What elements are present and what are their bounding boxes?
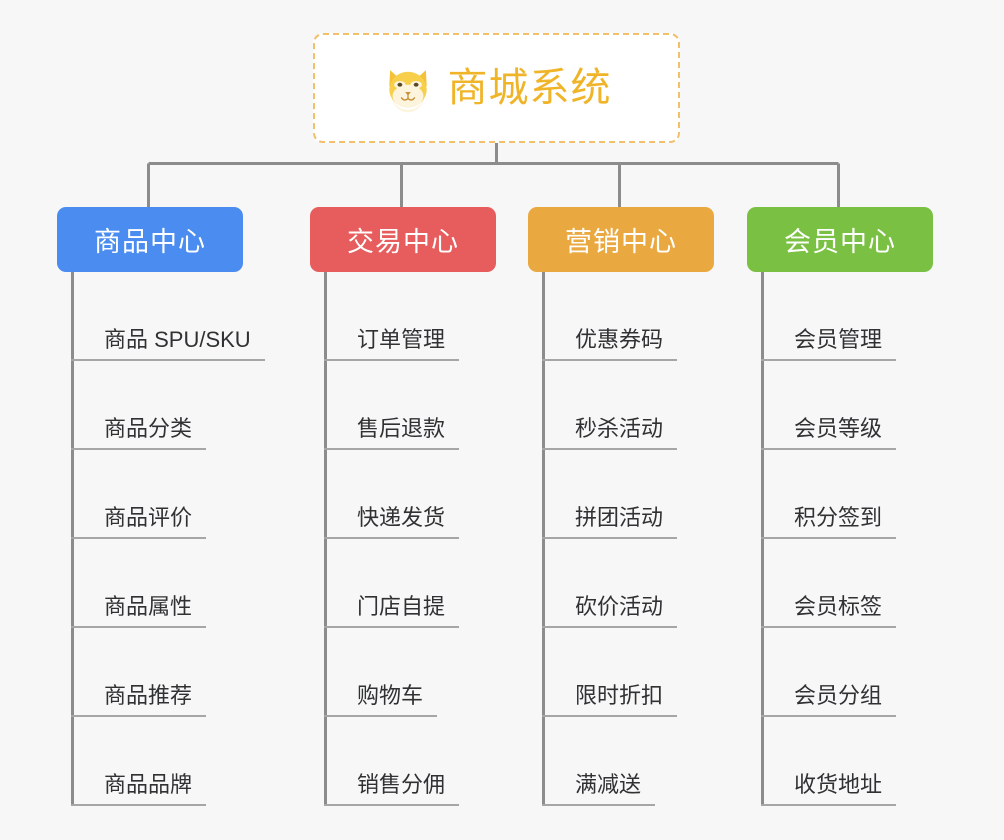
- leaf-label: 优惠券码: [542, 327, 678, 361]
- branch-column-3: 营销中心 优惠券码 秒杀活动 拼团活动 砍价活动 限时折扣 满减送: [528, 207, 714, 806]
- branch-header-label-3: 营销中心: [565, 227, 677, 257]
- leaf-label: 收货地址: [761, 772, 897, 806]
- leaf-label: 快递发货: [324, 505, 460, 539]
- leaf-label: 商品评价: [71, 505, 207, 539]
- root-node[interactable]: 商城系统: [313, 33, 680, 143]
- branch-items-1: 商品 SPU/SKU 商品分类 商品评价 商品属性 商品推荐 商品品牌: [71, 272, 266, 806]
- leaf-item[interactable]: 订单管理: [324, 272, 496, 361]
- leaf-item[interactable]: 快递发货: [324, 450, 496, 539]
- branch-header-label-1: 商品中心: [94, 227, 206, 257]
- dog-face-icon: [382, 62, 434, 114]
- branch-header-label-4: 会员中心: [784, 227, 896, 257]
- leaf-label: 满减送: [542, 772, 656, 806]
- leaf-item[interactable]: 收货地址: [761, 717, 933, 806]
- leaf-item[interactable]: 销售分佣: [324, 717, 496, 806]
- leaf-item[interactable]: 商品品牌: [71, 717, 266, 806]
- leaf-item[interactable]: 门店自提: [324, 539, 496, 628]
- leaf-item[interactable]: 商品属性: [71, 539, 266, 628]
- leaf-item[interactable]: 秒杀活动: [542, 361, 714, 450]
- leaf-label: 商品品牌: [71, 772, 207, 806]
- leaf-item[interactable]: 商品分类: [71, 361, 266, 450]
- leaf-label: 商品分类: [71, 416, 207, 450]
- leaf-item[interactable]: 积分签到: [761, 450, 933, 539]
- leaf-label: 砍价活动: [542, 594, 678, 628]
- branch-header-4[interactable]: 会员中心: [747, 207, 933, 272]
- branch-column-2: 交易中心 订单管理 售后退款 快递发货 门店自提 购物车 销售分佣: [310, 207, 496, 806]
- leaf-label: 商品 SPU/SKU: [71, 327, 265, 361]
- leaf-item[interactable]: 优惠券码: [542, 272, 714, 361]
- leaf-label: 积分签到: [761, 505, 897, 539]
- branch-header-2[interactable]: 交易中心: [310, 207, 496, 272]
- leaf-item[interactable]: 商品 SPU/SKU: [71, 272, 266, 361]
- leaf-item[interactable]: 商品评价: [71, 450, 266, 539]
- branch-items-4: 会员管理 会员等级 积分签到 会员标签 会员分组 收货地址: [761, 272, 933, 806]
- leaf-item[interactable]: 商品推荐: [71, 628, 266, 717]
- leaf-label: 订单管理: [324, 327, 460, 361]
- leaf-label: 会员分组: [761, 683, 897, 717]
- leaf-item[interactable]: 限时折扣: [542, 628, 714, 717]
- branch-header-label-2: 交易中心: [347, 227, 459, 257]
- leaf-item[interactable]: 满减送: [542, 717, 714, 806]
- leaf-item[interactable]: 砍价活动: [542, 539, 714, 628]
- leaf-item[interactable]: 拼团活动: [542, 450, 714, 539]
- leaf-label: 购物车: [324, 683, 438, 717]
- leaf-item[interactable]: 会员标签: [761, 539, 933, 628]
- leaf-label: 销售分佣: [324, 772, 460, 806]
- leaf-item[interactable]: 会员分组: [761, 628, 933, 717]
- leaf-item[interactable]: 会员管理: [761, 272, 933, 361]
- leaf-label: 拼团活动: [542, 505, 678, 539]
- leaf-label: 会员标签: [761, 594, 897, 628]
- leaf-label: 限时折扣: [542, 683, 678, 717]
- leaf-label: 商品推荐: [71, 683, 207, 717]
- root-title: 商城系统: [447, 66, 612, 110]
- leaf-label: 秒杀活动: [542, 416, 678, 450]
- branch-column-4: 会员中心 会员管理 会员等级 积分签到 会员标签 会员分组 收货地址: [747, 207, 933, 806]
- leaf-label: 售后退款: [324, 416, 460, 450]
- leaf-item[interactable]: 会员等级: [761, 361, 933, 450]
- branch-header-3[interactable]: 营销中心: [528, 207, 714, 272]
- leaf-label: 会员等级: [761, 416, 897, 450]
- leaf-label: 商品属性: [71, 594, 207, 628]
- branch-items-3: 优惠券码 秒杀活动 拼团活动 砍价活动 限时折扣 满减送: [542, 272, 714, 806]
- leaf-label: 门店自提: [324, 594, 460, 628]
- branch-header-1[interactable]: 商品中心: [57, 207, 243, 272]
- leaf-label: 会员管理: [761, 327, 897, 361]
- branch-column-1: 商品中心 商品 SPU/SKU 商品分类 商品评价 商品属性 商品推荐 商品品牌: [57, 207, 266, 806]
- branch-items-2: 订单管理 售后退款 快递发货 门店自提 购物车 销售分佣: [324, 272, 496, 806]
- leaf-item[interactable]: 售后退款: [324, 361, 496, 450]
- leaf-item[interactable]: 购物车: [324, 628, 496, 717]
